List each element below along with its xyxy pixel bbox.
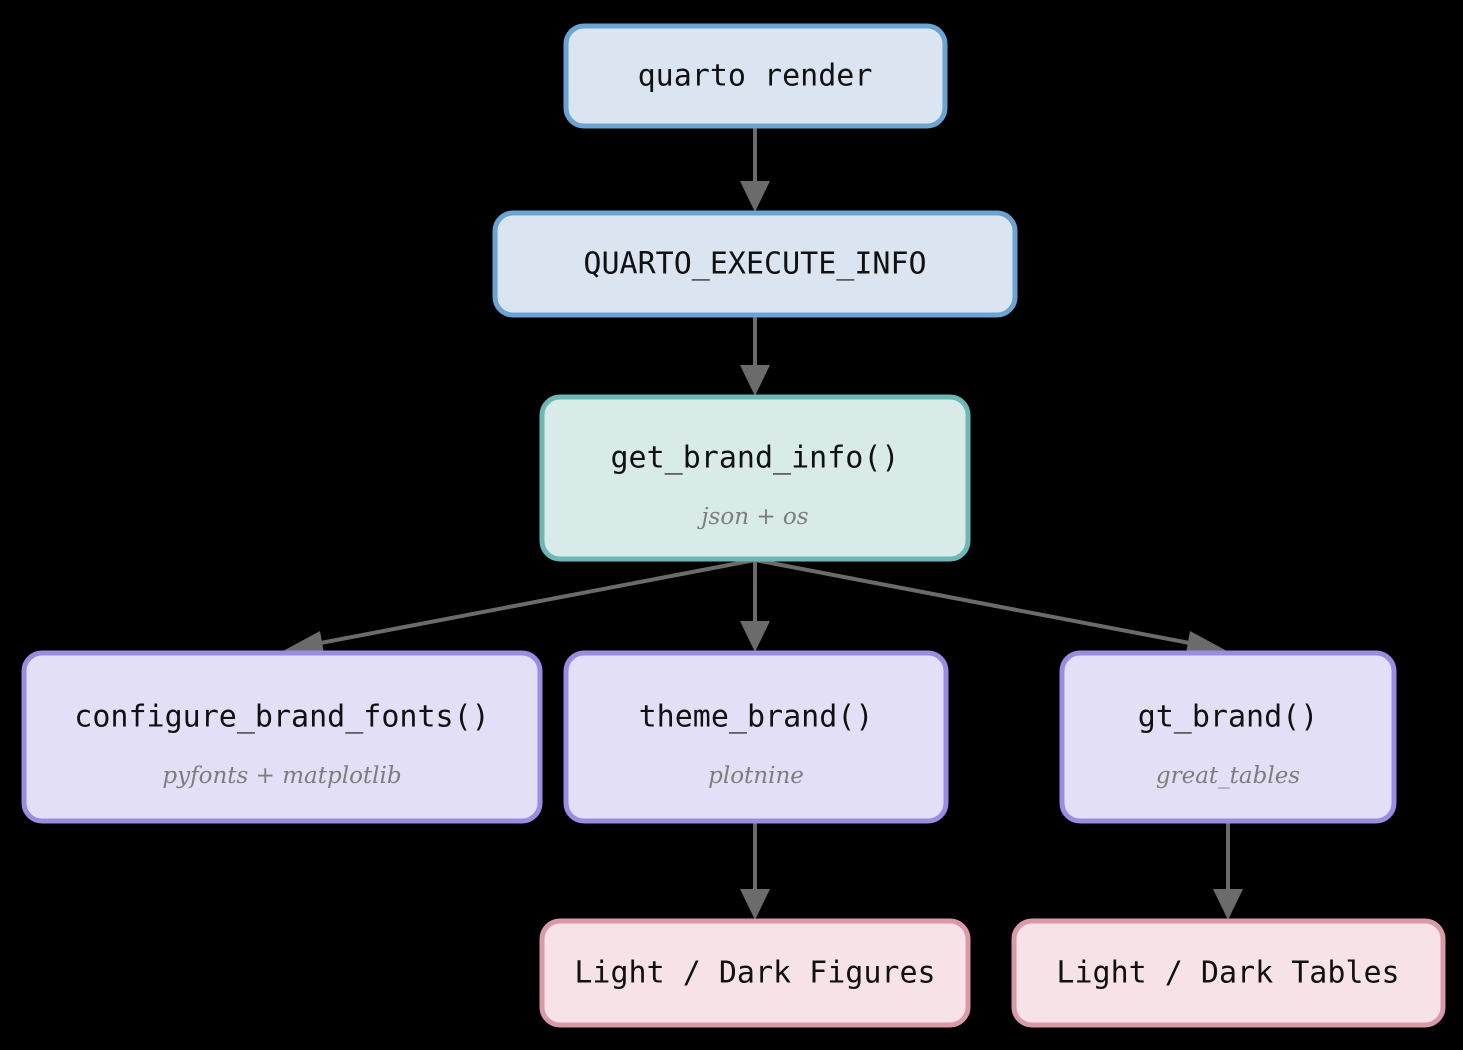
edge-get-brand-info-to-gt-brand: [754, 558, 1227, 659]
node-theme-brand-label: theme_brand(): [639, 700, 874, 735]
node-get-brand-info-sublabel: json + os: [696, 504, 808, 530]
node-get-brand-info-shape[interactable]: [539, 394, 971, 562]
node-gt-brand-label: gt_brand(): [1138, 700, 1319, 735]
node-light-dark-figures-label: Light / Dark Figures: [574, 956, 935, 991]
node-light-dark-figures-shape[interactable]: [539, 918, 971, 1028]
node-theme-brand-shape[interactable]: [563, 650, 949, 824]
node-layer: quarto render QUARTO_EXECUTE_INFO get_br…: [21, 23, 1446, 1028]
edge-quarto-render-to-quarto-execute-info: [740, 126, 770, 212]
node-quarto-render[interactable]: quarto render: [563, 23, 948, 129]
node-get-brand-info[interactable]: get_brand_info() json + os: [539, 394, 971, 562]
node-theme-brand-sublabel: plotnine: [708, 763, 804, 789]
node-gt-brand-sublabel: great_tables: [1156, 763, 1300, 789]
node-quarto-execute-info[interactable]: QUARTO_EXECUTE_INFO: [492, 210, 1018, 318]
node-light-dark-tables[interactable]: Light / Dark Tables: [1011, 918, 1446, 1028]
node-light-dark-figures[interactable]: Light / Dark Figures: [539, 918, 971, 1028]
edge-theme-brand-to-light-dark-figures: [740, 821, 770, 920]
node-configure-brand-fonts-sublabel: pyfonts + matplotlib: [162, 763, 401, 789]
node-configure-brand-fonts-label: configure_brand_fonts(): [74, 700, 489, 735]
node-light-dark-tables-label: Light / Dark Tables: [1056, 956, 1399, 991]
node-quarto-render-label: quarto render: [638, 59, 873, 94]
node-gt-brand[interactable]: gt_brand() great_tables: [1059, 650, 1397, 824]
node-quarto-execute-info-label: QUARTO_EXECUTE_INFO: [583, 247, 926, 282]
node-get-brand-info-label: get_brand_info(): [611, 441, 900, 476]
node-theme-brand[interactable]: theme_brand() plotnine: [563, 650, 949, 824]
edge-get-brand-info-to-theme-brand: [740, 560, 770, 652]
node-quarto-execute-info-shape[interactable]: [492, 210, 1018, 318]
edge-quarto-execute-info-to-get-brand-info: [740, 315, 770, 396]
node-gt-brand-shape[interactable]: [1059, 650, 1397, 824]
node-configure-brand-fonts-shape[interactable]: [21, 650, 543, 824]
edge-gt-brand-to-light-dark-tables: [1213, 821, 1243, 920]
node-light-dark-tables-shape[interactable]: [1011, 918, 1446, 1028]
edge-get-brand-info-to-configure-brand-fonts: [283, 558, 756, 659]
node-configure-brand-fonts[interactable]: configure_brand_fonts() pyfonts + matplo…: [21, 650, 543, 824]
node-quarto-render-shape[interactable]: [563, 23, 948, 129]
